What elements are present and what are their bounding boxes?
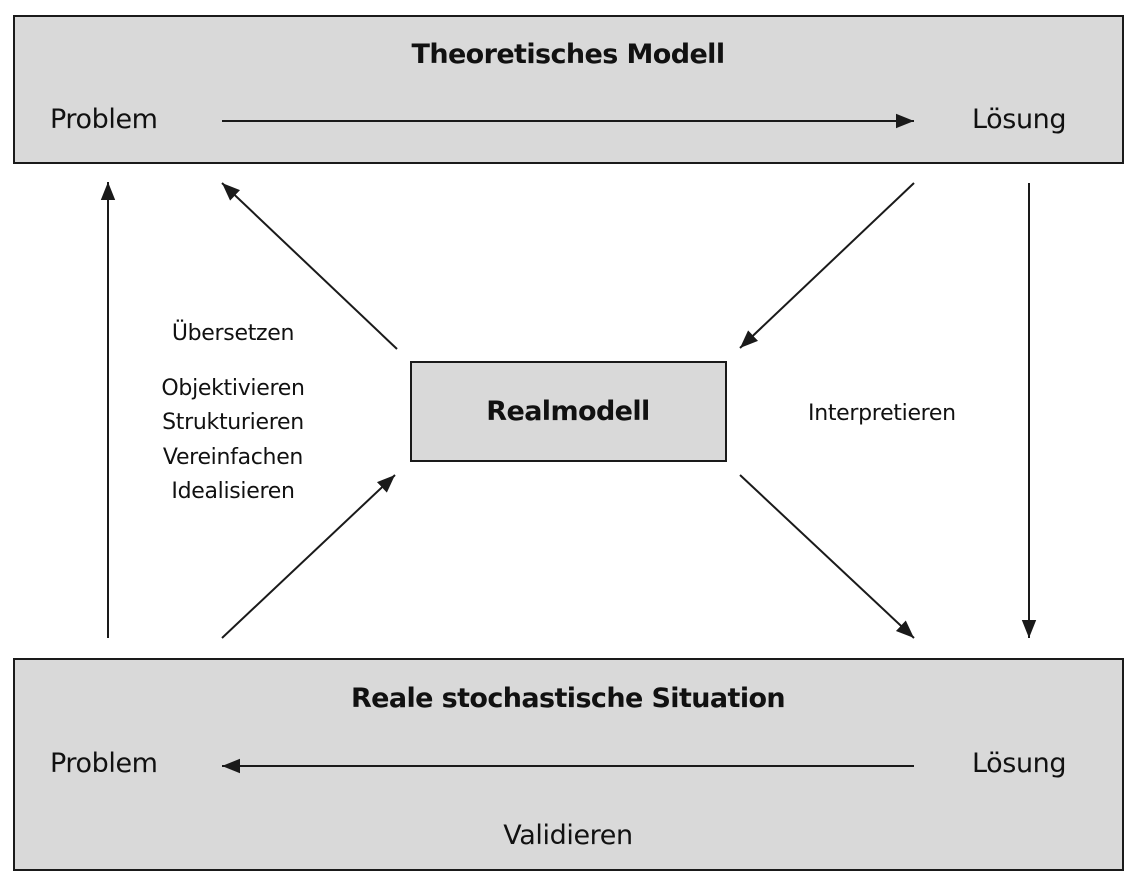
theoretical-model-box xyxy=(13,15,1124,164)
arrow-center-to-bottom-right xyxy=(739,474,915,639)
step-objectify: Objektivieren xyxy=(161,376,305,401)
bottom-solution-label: Lösung xyxy=(972,748,1067,779)
top-solution-label: Lösung xyxy=(972,104,1067,135)
bottom-problem-label: Problem xyxy=(50,748,158,779)
real-model-box xyxy=(410,361,727,462)
top-problem-label: Problem xyxy=(50,104,158,135)
real-situation-box xyxy=(13,658,1124,871)
arrow-center-to-top-left xyxy=(221,182,398,350)
theoretical-model-title: Theoretisches Modell xyxy=(411,39,726,70)
step-structure: Strukturieren xyxy=(162,410,304,435)
arrow-top-right-to-center xyxy=(739,182,915,349)
real-model-title: Realmodell xyxy=(486,396,650,427)
interpret-label: Interpretieren xyxy=(808,401,956,426)
step-idealize: Idealisieren xyxy=(171,479,295,504)
translate-label: Übersetzen xyxy=(171,321,295,346)
real-situation-title: Reale stochastische Situation xyxy=(350,683,786,714)
arrow-bottom-left-to-center xyxy=(221,474,396,639)
step-simplify: Vereinfachen xyxy=(162,445,304,470)
validate-label: Validieren xyxy=(503,820,633,851)
